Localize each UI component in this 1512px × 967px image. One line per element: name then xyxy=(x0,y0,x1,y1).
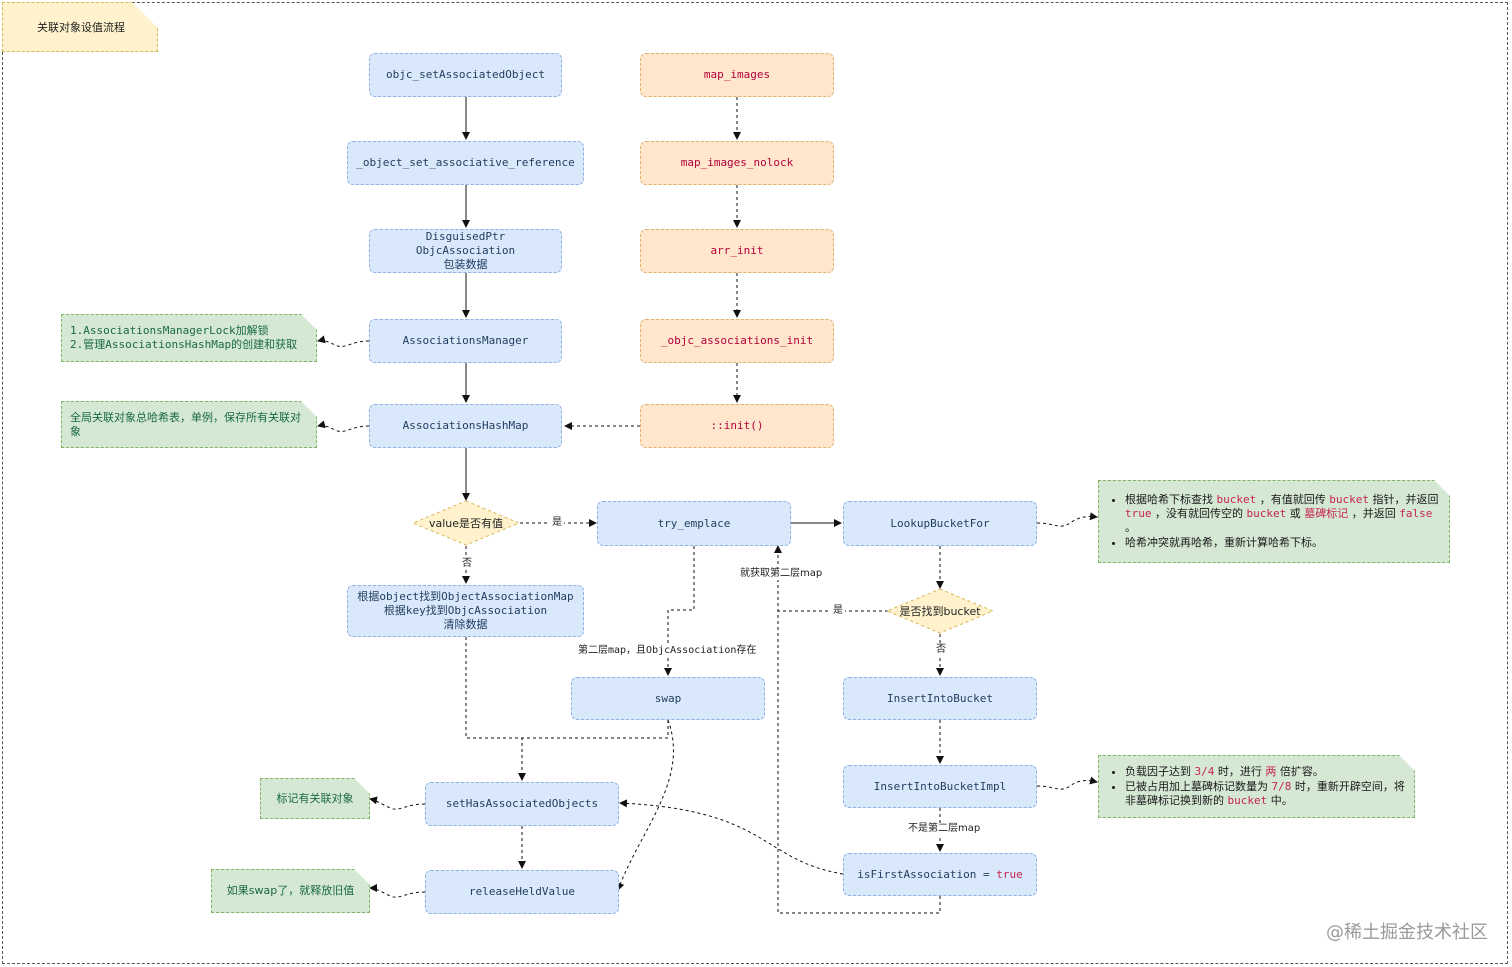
node-clear-data: 根据object找到ObjectAssociationMap 根据key找到Ob… xyxy=(347,585,584,637)
edge-label-no-found: 否 xyxy=(934,644,948,656)
node-map-images-nolock: map_images_nolock xyxy=(640,141,834,185)
node-associations-manager: AssociationsManager xyxy=(369,319,562,363)
note-release: 如果swap了，就释放旧值 xyxy=(211,869,370,913)
note-set-has: 标记有关联对象 xyxy=(260,778,370,819)
edge-impl-note xyxy=(1036,776,1098,790)
edge-label-get-second-map: 就获取第二层map xyxy=(738,568,825,580)
node-init: ::init() xyxy=(640,404,834,448)
node-associations-hashmap: AssociationsHashMap xyxy=(369,404,562,448)
watermark: @稀土掘金技术社区 xyxy=(1326,922,1488,943)
edge-try-to-swap xyxy=(664,546,695,676)
note-insert-item-2: 已被占用加上墓碑标记数量为 7/8 时，重新开辟空间，将非墓碑标记换到新的 bu… xyxy=(1125,780,1406,808)
decision-found-bucket: 是否找到bucket xyxy=(886,588,994,634)
note-insert-bucket-impl: 负载因子达到 3/4 时，进行 两 倍扩容。 已被占用加上墓碑标记数量为 7/8… xyxy=(1098,755,1415,818)
node-release-held-value: releaseHeldValue xyxy=(425,870,619,914)
note-manager-line-1: 1.AssociationsManagerLock加解锁 xyxy=(70,324,269,337)
edge-first-to-sethas xyxy=(619,799,844,875)
note-lookup-list: 根据哈希下标查找 bucket ，有值就回传 bucket 指针，并返回 tru… xyxy=(1107,493,1441,551)
edge-label-yes-found: 是 xyxy=(831,605,845,617)
decision-value-has-value: value是否有值 xyxy=(412,500,520,546)
node-map-images: map_images xyxy=(640,53,834,97)
is-first-label: isFirstAssociation = xyxy=(857,867,997,881)
edge-label-yes-value: 是 xyxy=(550,517,564,529)
node-set-has-associated-objects: setHasAssociatedObjects xyxy=(425,782,619,826)
edge-manager-note xyxy=(317,335,370,347)
note-associations-manager: 1.AssociationsManagerLock加解锁 2.管理Associa… xyxy=(61,314,317,362)
note-associations-hashmap: 全局关联对象总哈希表，单例，保存所有关联对象 xyxy=(61,401,317,448)
edge-label-no-value: 否 xyxy=(460,558,474,570)
note-insert-list: 负载因子达到 3/4 时，进行 两 倍扩容。 已被占用加上墓碑标记数量为 7/8… xyxy=(1107,765,1406,809)
note-lookup-bucket: 根据哈希下标查找 bucket ，有值就回传 bucket 指针，并返回 tru… xyxy=(1098,480,1450,563)
note-manager-line-2: 2.管理AssociationsHashMap的创建和获取 xyxy=(70,338,298,351)
node-swap: swap xyxy=(571,677,765,720)
edge-release-note xyxy=(369,884,426,898)
node-is-first-association: isFirstAssociation = true xyxy=(843,853,1037,896)
edge-label-second-map: 第二层map，且ObjcAssociation存在 xyxy=(576,645,759,657)
node-objc-associations-init: _objc_associations_init xyxy=(640,319,834,363)
edge-clear-to-sethas xyxy=(465,637,526,781)
node-insert-into-bucket-impl: InsertIntoBucketImpl xyxy=(843,765,1037,808)
node-lookup-bucket-for: LookupBucketFor xyxy=(843,501,1037,546)
edge-label-not-second-map: 不是第二层map xyxy=(906,823,983,835)
note-lookup-item-1: 根据哈希下标查找 bucket ，有值就回传 bucket 指针，并返回 tru… xyxy=(1125,493,1441,535)
node-arr-init: arr_init xyxy=(640,229,834,273)
edge-hashmap-note xyxy=(317,420,370,432)
node-objc-set-associated-object: objc_setAssociatedObject xyxy=(369,53,562,97)
edge-swap-to-join xyxy=(522,720,669,739)
note-insert-item-1: 负载因子达到 3/4 时，进行 两 倍扩容。 xyxy=(1125,765,1406,779)
diagram-title: 关联对象设值流程 xyxy=(2,2,158,52)
is-first-value: true xyxy=(996,867,1023,881)
edge-sethas-note xyxy=(369,796,426,810)
decision-value-label: value是否有值 xyxy=(428,517,504,530)
node-object-set-associative-reference: _object_set_associative_reference xyxy=(347,141,584,185)
edge-lookup-note xyxy=(1036,512,1098,527)
node-try-emplace: try_emplace xyxy=(597,501,791,546)
edge-first-back-to-try xyxy=(774,545,941,914)
decision-found-label: 是否找到bucket xyxy=(899,605,981,618)
node-insert-into-bucket: InsertIntoBucket xyxy=(843,677,1037,720)
node-disguised-ptr: DisguisedPtr ObjcAssociation 包装数据 xyxy=(369,229,562,273)
note-lookup-item-2: 哈希冲突就再哈希，重新计算哈希下标。 xyxy=(1125,536,1441,550)
